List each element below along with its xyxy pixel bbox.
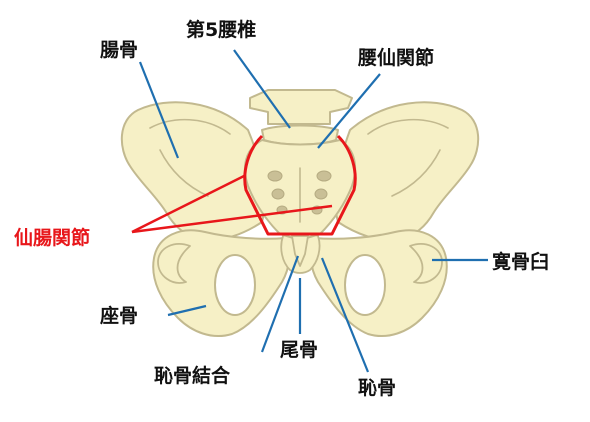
sacral-foramen-1l	[267, 170, 283, 182]
lumbosacral-leader	[317, 73, 381, 149]
sacroiliac-joint-outline	[243, 134, 357, 236]
right-obturator-foramen	[344, 254, 386, 316]
label-sacroiliac-joint: 仙腸関節	[14, 226, 90, 249]
ischium-leader	[167, 304, 207, 317]
label-lumbosacral-joint: 腰仙関節	[357, 46, 434, 69]
right-ilium-ridge	[367, 118, 449, 135]
sacroiliac-leader-upper	[131, 174, 245, 234]
left-acetabulum	[157, 243, 191, 284]
label-coccyx: 尾骨	[280, 339, 318, 361]
label-lumbar5: 第5腰椎	[186, 18, 256, 41]
coccyx-bone	[291, 235, 309, 267]
pubis-leader	[320, 257, 370, 373]
ilium-leader	[138, 61, 180, 159]
label-pubic-symphysis: 恥骨結合	[154, 364, 231, 387]
left-obturator-foramen	[214, 254, 256, 316]
label-ilium: 腸骨	[100, 39, 138, 61]
sacroiliac-leader-lower	[131, 204, 333, 234]
right-acetabulum	[409, 243, 443, 284]
left-ilium-ridge	[149, 118, 231, 135]
sacral-foramen-2r	[314, 188, 328, 200]
label-ischium: 座骨	[100, 304, 138, 327]
label-pubis: 恥骨	[358, 377, 396, 399]
left-ilium	[120, 101, 266, 242]
right-ilium-groove	[391, 149, 441, 197]
sacral-foramen-1r	[316, 170, 332, 182]
sacral-foramen-2l	[271, 188, 285, 200]
label-acetabulum: 寛骨臼	[492, 250, 549, 273]
l5-vertebra-body	[249, 89, 353, 125]
lumbar5-leader	[233, 49, 291, 129]
pubic-symphysis-leader	[260, 255, 300, 353]
right-ilium	[334, 101, 480, 242]
left-ilium-groove	[159, 149, 209, 197]
